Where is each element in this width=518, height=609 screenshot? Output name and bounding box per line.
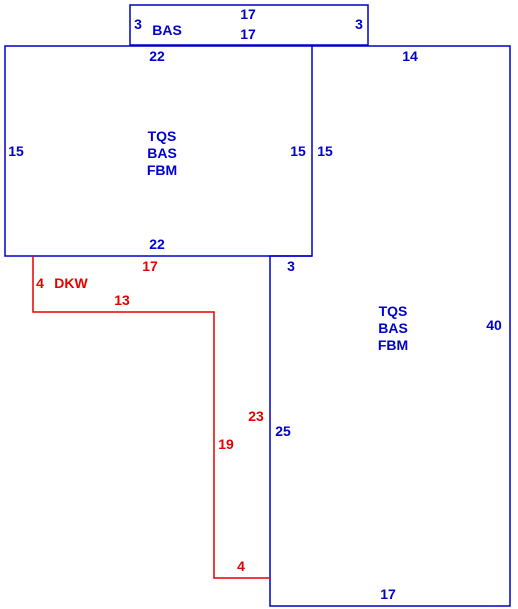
main-left-left-dimension: 15 [8,143,24,159]
deck-area-code: DKW [54,275,88,291]
deck-mid-dimension: 13 [114,292,130,308]
main-right-outline [269,45,511,607]
bay-top-dimension: 17 [240,6,256,22]
deck-top-dimension: 17 [142,258,158,274]
main-right-right-dimension: 40 [486,317,502,333]
main-left-right-dimension: 15 [290,143,306,159]
deck-left-dimension: 4 [36,275,44,291]
main-right-area-code-2: BAS [378,320,408,336]
main-right-bottom-dimension: 17 [380,586,396,602]
main-left-area-code-1: TQS [148,128,177,144]
bay-left-dimension: 3 [134,16,142,32]
main-left-bottom-dimension: 22 [149,236,165,252]
main-left-outline [4,45,313,257]
deck-outline [32,256,270,579]
bay-outline [129,4,369,46]
main-left-area-code-2: BAS [147,145,177,161]
bay-right-dimension: 3 [355,16,363,32]
bay-bottom-dimension: 17 [240,26,256,42]
deck-right-outer-dimension: 23 [248,408,264,424]
main-left-top-dimension: 22 [149,48,165,64]
deck-right-inner-dimension: 19 [218,436,234,452]
main-right-left-lower-dimension: 25 [275,423,291,439]
main-right-area-code-3: FBM [378,337,408,353]
main-right-left-upper-dimension: 15 [317,143,333,159]
deck-bottom-dimension: 4 [237,558,245,574]
bay-area-code: BAS [152,22,182,38]
main-right-step-dimension: 3 [287,258,295,274]
main-right-top-dimension: 14 [402,48,418,64]
main-right-area-code-1: TQS [379,303,408,319]
main-left-area-code-3: FBM [147,162,177,178]
